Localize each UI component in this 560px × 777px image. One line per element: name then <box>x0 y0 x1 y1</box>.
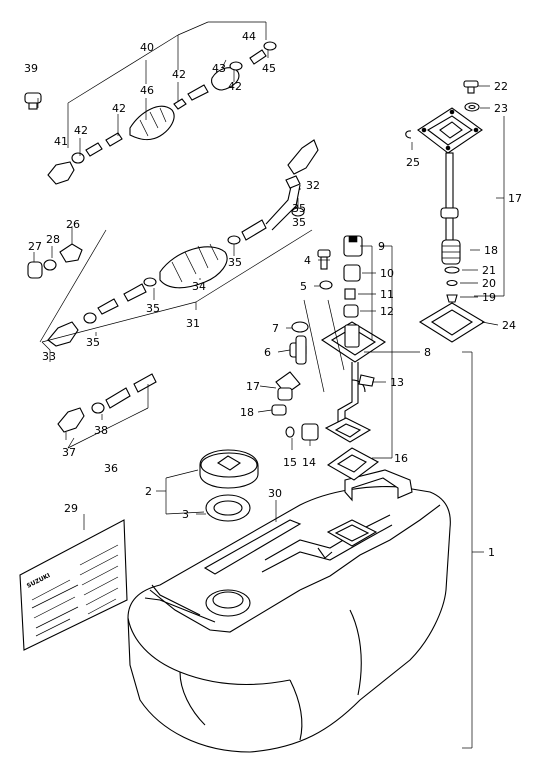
callout-label: 30 <box>268 487 282 500</box>
callout-label: 15 <box>283 456 297 469</box>
screw-4 <box>317 249 331 270</box>
callout-label: 40 <box>140 41 154 54</box>
callout-label: 35 <box>292 202 306 215</box>
callout-label: 28 <box>46 233 60 246</box>
connector-9 <box>343 235 363 257</box>
callout-label: 10 <box>380 267 394 280</box>
callout-label: 23 <box>494 102 508 115</box>
callout-labels: 1 2 3 4 5 6 7 8 9 10 11 12 13 14 15 16 1… <box>24 30 522 559</box>
clip-18 <box>271 404 287 416</box>
clip-25 <box>405 130 412 139</box>
callout-label: 27 <box>28 240 42 253</box>
callout-label: 12 <box>380 305 394 318</box>
callout-label: 11 <box>380 288 394 301</box>
callout-label: 35 <box>146 302 160 315</box>
fuel-tank <box>127 469 451 753</box>
callout-label: 18 <box>240 406 254 419</box>
callout-label: 42 <box>112 102 126 115</box>
callout-label: 36 <box>104 462 118 475</box>
callout-label: 17 <box>246 380 260 393</box>
callout-label: 14 <box>302 456 316 469</box>
callout-label: 1 <box>488 546 495 559</box>
oring-28 <box>43 259 57 271</box>
callout-label: 35 <box>86 336 100 349</box>
callout-label: 33 <box>42 350 56 363</box>
clip-11 <box>344 288 356 300</box>
packing-12 <box>343 304 359 318</box>
callout-label: 45 <box>262 62 276 75</box>
washer-23 <box>464 102 480 112</box>
callout-label: 32 <box>306 179 320 192</box>
callout-label: 44 <box>242 30 256 43</box>
callout-label: 42 <box>172 68 186 81</box>
callout-label: 29 <box>64 502 78 515</box>
callout-label: 17 <box>508 192 522 205</box>
callout-label: 31 <box>186 317 200 330</box>
callout-label: 35 <box>292 216 306 229</box>
joint-14 <box>301 423 319 441</box>
hose-assembly-lower <box>57 373 157 433</box>
callout-label: 34 <box>192 280 206 293</box>
callout-label: 46 <box>140 84 154 97</box>
gauge-assembly <box>417 107 483 303</box>
leader-lines <box>33 21 505 749</box>
connector-26 <box>59 243 83 263</box>
washer-5 <box>319 280 333 290</box>
fuel-cap <box>199 449 259 489</box>
callout-label: 35 <box>228 256 242 269</box>
callout-label: 43 <box>212 62 226 75</box>
ring-15 <box>285 426 295 438</box>
cap-gasket <box>205 494 251 522</box>
gasket-24 <box>418 302 486 343</box>
callout-label: 9 <box>378 240 385 253</box>
bolt-22 <box>463 80 479 94</box>
cap-27 <box>27 261 43 279</box>
hose-assembly-middle <box>47 139 319 347</box>
callout-label: 25 <box>406 156 420 169</box>
callout-label: 7 <box>272 322 279 335</box>
callout-label: 2 <box>145 485 152 498</box>
seal-10 <box>343 264 361 282</box>
joint-17 <box>275 371 301 401</box>
callout-label: 20 <box>482 277 496 290</box>
callout-label: 22 <box>494 80 508 93</box>
callout-label: 16 <box>394 452 408 465</box>
callout-label: 42 <box>228 80 242 93</box>
callout-label: 21 <box>482 264 496 277</box>
callout-label: 19 <box>482 291 496 304</box>
callout-label: 39 <box>24 62 38 75</box>
callout-label: 8 <box>424 346 431 359</box>
clamp-13 <box>358 374 375 387</box>
elbow-6 <box>289 335 307 365</box>
callout-label: 5 <box>300 280 307 293</box>
callout-label: 41 <box>54 135 68 148</box>
callout-label: 3 <box>182 508 189 521</box>
oring-7 <box>291 321 309 333</box>
callout-label: 4 <box>304 254 311 267</box>
hose-assembly-upper <box>47 41 277 185</box>
callout-label: 6 <box>264 346 271 359</box>
callout-label: 26 <box>66 218 80 231</box>
plug-39 <box>24 92 42 110</box>
callout-label: 24 <box>502 319 516 332</box>
callout-label: 42 <box>74 124 88 137</box>
callout-label: 13 <box>390 376 404 389</box>
warning-decal: SUZUKI <box>19 519 128 651</box>
gasket-16 <box>326 447 380 481</box>
callout-label: 37 <box>62 446 76 459</box>
callout-label: 38 <box>94 424 108 437</box>
callout-label: 18 <box>484 244 498 257</box>
